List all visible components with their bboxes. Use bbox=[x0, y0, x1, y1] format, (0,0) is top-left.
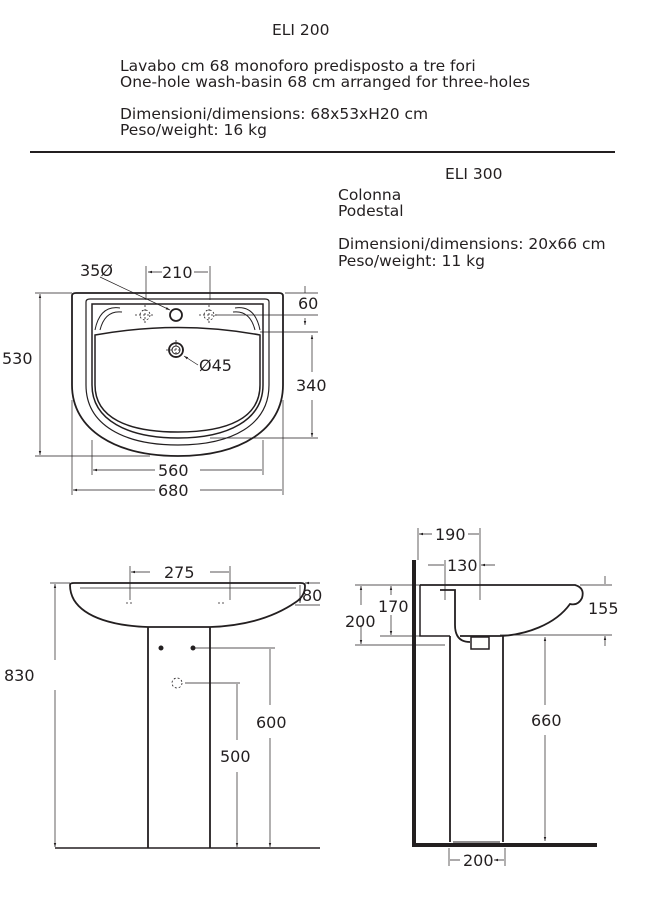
eli200-desc-en: One-hole wash-basin 68 cm arranged for t… bbox=[120, 73, 531, 91]
dim-wall-to-hole: 130 bbox=[447, 556, 478, 575]
basin-side-view bbox=[412, 560, 597, 847]
dim-depth-to-hole: 60 bbox=[298, 294, 318, 313]
dimension-labels: 35Ø 210 60 530 Ø45 340 560 680 275 80 83… bbox=[2, 261, 619, 870]
eli200-desc-it: Lavabo cm 68 monoforo predisposto a tre … bbox=[120, 57, 476, 75]
side-view-dimensions bbox=[355, 528, 612, 866]
dim-pedestal-width: 200 bbox=[463, 851, 494, 870]
dim-total-depth: 530 bbox=[2, 349, 33, 368]
eli300-dimensions: Dimensioni/dimensions: 20x66 cm bbox=[338, 235, 606, 253]
divider bbox=[30, 151, 615, 153]
eli300-desc-en: Podestal bbox=[338, 202, 404, 220]
basin-top-view bbox=[71, 292, 284, 457]
eli200-dimensions: Dimensioni/dimensions: 68x53xH20 cm bbox=[120, 105, 429, 123]
dim-drain-height: 500 bbox=[220, 747, 251, 766]
dim-fixing-height: 600 bbox=[256, 713, 287, 732]
dim-hole-spacing: 210 bbox=[162, 263, 193, 282]
dim-pedestal-height: 660 bbox=[531, 711, 562, 730]
dim-height-170: 170 bbox=[378, 597, 409, 616]
eli200-weight: Peso/weight: 16 kg bbox=[120, 121, 267, 139]
wall-and-floor bbox=[412, 560, 597, 847]
dim-bowl-height: 155 bbox=[588, 599, 619, 618]
dim-fixing-spacing: 275 bbox=[164, 563, 195, 582]
dim-inner-width: 560 bbox=[158, 461, 189, 480]
dim-drain: Ø45 bbox=[199, 356, 232, 375]
dim-height-200: 200 bbox=[345, 612, 376, 631]
dim-wall-to-tap: 190 bbox=[435, 525, 466, 544]
dim-total-height: 830 bbox=[4, 666, 35, 685]
front-view-dimensions bbox=[50, 566, 320, 847]
eli300-weight: Peso/weight: 11 kg bbox=[338, 252, 485, 270]
dim-total-width: 680 bbox=[158, 481, 189, 500]
top-view-dimensions bbox=[35, 266, 318, 495]
dim-bowl-depth: 340 bbox=[296, 376, 327, 395]
dim-tap-hole: 35Ø bbox=[80, 261, 113, 280]
tap-hole bbox=[169, 308, 183, 322]
eli200-code: ELI 200 bbox=[272, 21, 330, 39]
eli300-desc-it: Colonna bbox=[338, 186, 402, 204]
eli300-code: ELI 300 bbox=[445, 165, 503, 183]
dim-rim-height: 80 bbox=[302, 586, 322, 605]
